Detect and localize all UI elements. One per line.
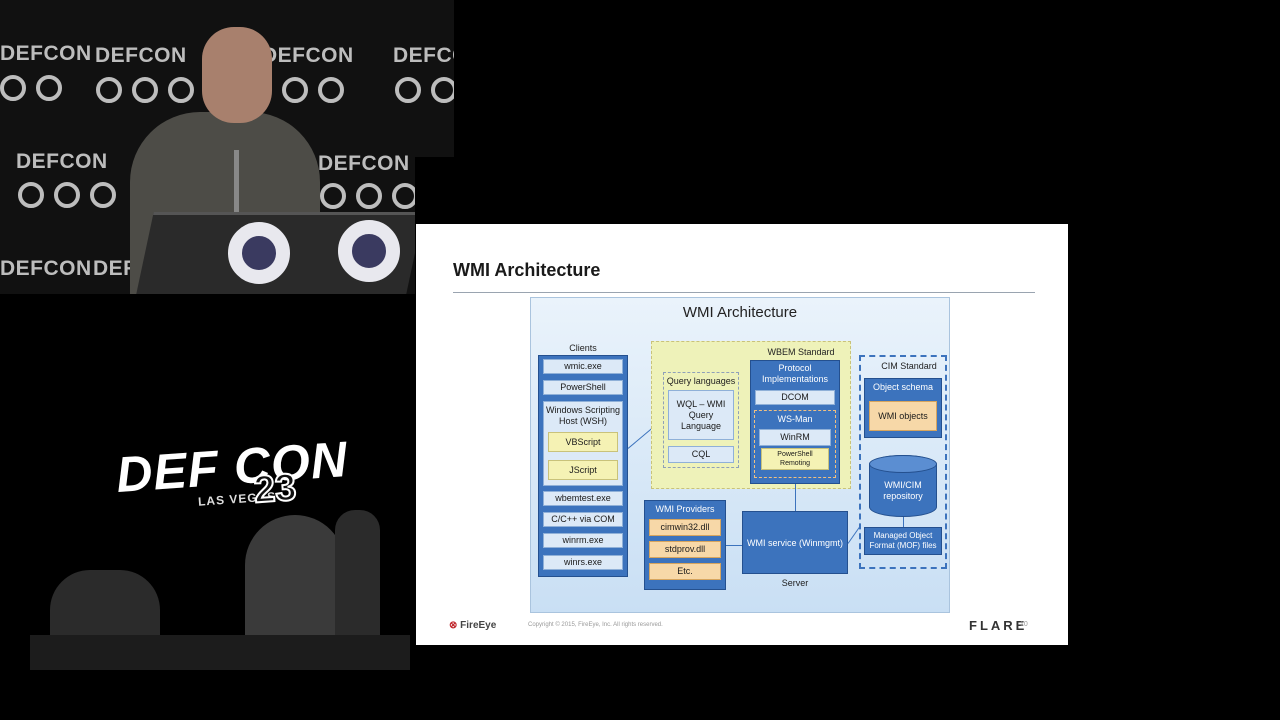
provider-etc: Etc. bbox=[649, 563, 721, 580]
client-wbemtest: wbemtest.exe bbox=[543, 491, 623, 506]
backdrop-logo: DEFCON bbox=[318, 152, 410, 176]
cim-label: CIM Standard bbox=[871, 360, 947, 372]
fireeye-brand: FireEye bbox=[460, 620, 496, 631]
wsh-label: Windows Scripting Host (WSH) bbox=[544, 405, 622, 427]
backdrop-logo: DEFCON bbox=[0, 42, 92, 66]
backdrop-logo: DEFCON bbox=[16, 150, 108, 174]
providers-label: WMI Providers bbox=[644, 502, 726, 516]
wsh-vbscript: VBScript bbox=[548, 432, 618, 452]
repository-cylinder-top bbox=[869, 455, 937, 473]
backdrop-icons bbox=[320, 183, 418, 209]
backdrop-icons bbox=[282, 77, 344, 103]
client-cpp-com: C/C++ via COM bbox=[543, 512, 623, 527]
fireeye-mark-icon: ⊗ bbox=[449, 620, 457, 631]
ps-remoting-box: PowerShell Remoting bbox=[761, 448, 829, 470]
server-label: Server bbox=[742, 577, 848, 589]
microphone-icon bbox=[234, 150, 239, 212]
flare-logo: FLARE bbox=[969, 618, 1027, 633]
backdrop-logo: DEFCON bbox=[393, 44, 454, 68]
client-winrs: winrs.exe bbox=[543, 555, 623, 570]
winrm-box: WinRM bbox=[759, 429, 831, 446]
connector-line bbox=[903, 517, 904, 527]
speaker-head bbox=[202, 27, 272, 123]
provider-cimwin32: cimwin32.dll bbox=[649, 519, 721, 536]
backdrop-logo: DEFCON bbox=[95, 44, 187, 68]
client-winrm: winrm.exe bbox=[543, 533, 623, 548]
repository-label: WMI/CIM repository bbox=[869, 476, 937, 506]
man-silhouette bbox=[335, 510, 380, 650]
woman-silhouette bbox=[245, 515, 345, 655]
speaker-video: DEFCON DEFCON DEFCON DEFCON DEFCON DEFCO… bbox=[0, 0, 454, 294]
fireeye-logo: ⊗ FireEye bbox=[449, 620, 496, 631]
object-schema-label: Object schema bbox=[864, 381, 942, 394]
podium-ring-logo bbox=[228, 222, 290, 284]
wbem-label: WBEM Standard bbox=[751, 346, 851, 358]
presentation-slide: WMI Architecture WMI Architecture Client… bbox=[416, 224, 1068, 645]
backdrop-icons bbox=[395, 77, 454, 103]
protocol-label: Protocol Implementations bbox=[750, 362, 840, 386]
backdrop-icons bbox=[96, 77, 194, 103]
connector-line bbox=[795, 484, 796, 511]
wsh-jscript: JScript bbox=[548, 460, 618, 480]
diagram-title: WMI Architecture bbox=[531, 304, 949, 321]
mof-label: Managed Object Format (MOF) files bbox=[864, 529, 942, 553]
query-languages-label: Query languages bbox=[663, 375, 739, 387]
defcon-number: 23 bbox=[253, 467, 298, 513]
wmi-architecture-diagram: WMI Architecture Clients wmic.exe PowerS… bbox=[530, 297, 950, 613]
backdrop-logo: DEFCON bbox=[262, 44, 354, 68]
street-ground bbox=[30, 635, 410, 670]
page-number: 10 bbox=[1020, 621, 1028, 628]
provider-stdprov: stdprov.dll bbox=[649, 541, 721, 558]
copyright-text: Copyright © 2015, FireEye, Inc. All righ… bbox=[528, 622, 663, 628]
slide-title: WMI Architecture bbox=[453, 260, 600, 281]
dcom-box: DCOM bbox=[755, 390, 835, 405]
podium-ring-logo bbox=[338, 220, 400, 282]
cql-box: CQL bbox=[668, 446, 734, 463]
backdrop-logo: DEFCON bbox=[0, 257, 92, 281]
backdrop-icons bbox=[18, 182, 116, 208]
wmi-objects-box: WMI objects bbox=[869, 401, 937, 431]
client-wmic: wmic.exe bbox=[543, 359, 623, 374]
wmi-service-label: WMI service (Winmgmt) bbox=[742, 523, 848, 563]
clients-label: Clients bbox=[538, 342, 628, 354]
title-divider bbox=[453, 292, 1035, 293]
client-powershell: PowerShell bbox=[543, 380, 623, 395]
wql-box: WQL – WMI Query Language bbox=[668, 390, 734, 440]
backdrop-icons bbox=[0, 75, 62, 101]
wsman-label: WS-Man bbox=[755, 413, 835, 425]
connector-line bbox=[726, 545, 742, 546]
